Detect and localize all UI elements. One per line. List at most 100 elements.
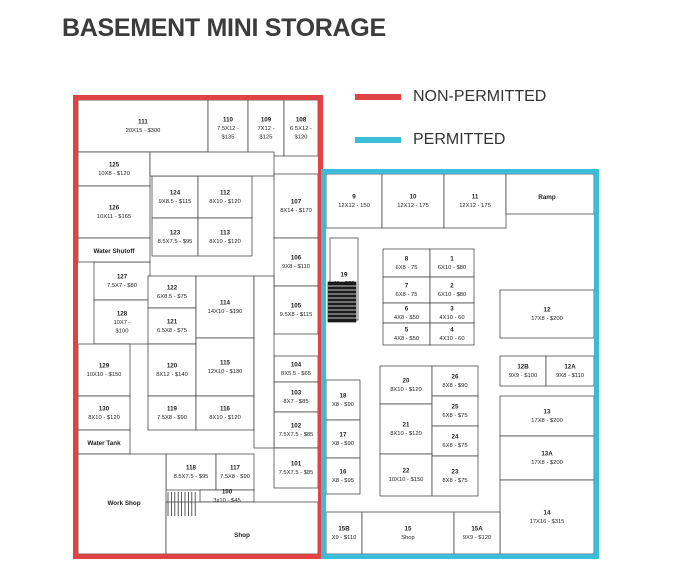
unit-size: 8.5X7.5 - $95 [174, 474, 209, 480]
unit-number: 12A [564, 364, 576, 371]
water-shutoff-label: Water Shutoff [93, 248, 135, 255]
unit-size: 7.5X12 - [217, 126, 239, 132]
unit-size: 9X8 - $110 [282, 264, 310, 270]
storage-unit [379, 365, 433, 405]
unit-number: 4 [450, 327, 454, 334]
unit-number: 15B [338, 526, 350, 533]
storage-unit [431, 425, 479, 457]
unit-size: 6X8 - 75 [396, 292, 418, 298]
storage-unit [499, 355, 547, 387]
storage-unit [93, 299, 151, 345]
storage-unit [147, 307, 197, 345]
unit-number: 18 [340, 393, 347, 400]
unit-number: 122 [167, 285, 178, 292]
storage-unit [147, 275, 197, 309]
unit-size: X8 - $90 [332, 441, 354, 447]
unit-size: 6X8 - $75 [442, 413, 467, 419]
stairs-workshop [167, 492, 196, 516]
page-title: BASEMENT MINI STORAGE [62, 14, 386, 42]
unit-size: 8X12 - $140 [156, 372, 188, 378]
storage-unit [325, 419, 361, 459]
storage-unit [77, 395, 131, 431]
unit-number: 19 [341, 272, 348, 279]
unit-number: 105 [291, 303, 302, 310]
storage-unit [499, 479, 595, 555]
storage-unit [273, 355, 319, 383]
unit-size: 4X8 - $50 [394, 336, 419, 342]
unit-number: 7 [405, 283, 409, 290]
unit-size: 7X12 - [257, 126, 274, 132]
storage-unit [431, 365, 479, 397]
unit-number: 23 [452, 469, 459, 476]
unit-number: 2 [450, 283, 454, 290]
unit-number: 12B [517, 364, 529, 371]
unit-number: 103 [291, 390, 302, 397]
unit-price: $135 [222, 134, 235, 140]
unit-size: 8X8 - $75 [442, 478, 467, 484]
unit-number: 127 [117, 274, 128, 281]
unit-size: 6X8.5 - $75 [157, 294, 187, 300]
storage-unit [379, 453, 433, 497]
unit-number: 129 [99, 363, 110, 370]
unit-size: 4X8 - $50 [394, 315, 419, 321]
work-shop-room [77, 453, 167, 555]
storage-unit [273, 411, 319, 449]
non-permitted-frame [73, 95, 323, 559]
unit-size: 8X10 - $120 [88, 415, 120, 421]
storage-unit [195, 275, 255, 339]
storage-unit [273, 381, 319, 413]
unit-number: 100 [222, 489, 233, 496]
unit-size: 17X8 - $200 [531, 316, 563, 322]
corridor [253, 275, 275, 449]
unit-size: 10X7 - [113, 320, 130, 326]
storage-unit [165, 453, 217, 491]
storage-unit [431, 395, 479, 427]
unit-number: 119 [167, 406, 178, 413]
unit-number: 8 [405, 256, 409, 263]
unit-size: 7.5X7 - $80 [107, 283, 137, 289]
unit-size: 8X10 - $120 [209, 415, 241, 421]
unit-size: 7.5X7.5 - $85 [279, 432, 314, 438]
unit-size: 12X12 - 150 [338, 203, 370, 209]
unit-number: 10 [410, 194, 417, 201]
water-tank-room [77, 429, 131, 455]
unit-number: 114 [220, 300, 231, 307]
storage-unit [207, 99, 249, 157]
unit-size: 12X12 - 175 [397, 203, 429, 209]
storage-unit [545, 355, 595, 387]
unit-number: 107 [291, 199, 302, 206]
storage-unit [325, 457, 361, 495]
unit-number: 117 [230, 465, 241, 472]
storage-unit [325, 511, 363, 555]
unit-number: 1 [450, 256, 454, 263]
unit-number: 5 [405, 327, 409, 334]
unit-size: 7.5X8 - $90 [157, 415, 187, 421]
storage-unit [431, 455, 479, 497]
unit-price: $100 [116, 328, 129, 334]
storage-unit [147, 395, 197, 431]
unit-number: 12 [544, 307, 551, 314]
storage-unit [381, 173, 445, 229]
unit-number: 15 [405, 526, 412, 533]
unit-size: 8.5X7.5 - $95 [158, 239, 193, 245]
ramp-area [505, 173, 595, 215]
unit-size: 8X10 - $120 [209, 199, 241, 205]
unit-number: 9 [352, 194, 356, 201]
unit-size: 6X10 - $80 [438, 265, 466, 271]
storage-unit [379, 403, 433, 455]
stairs-permitted [327, 281, 357, 323]
unit-number: 13 [544, 409, 551, 416]
unit-size: 8X5.5 - $65 [281, 371, 311, 377]
unit-size: 6.5X12 - [290, 126, 312, 132]
unit-number: 110 [223, 116, 234, 123]
unit-number: 111 [138, 119, 148, 126]
unit-number: 112 [220, 190, 231, 197]
legend-label: PERMITTED [413, 131, 506, 148]
unit-number: 121 [167, 319, 178, 326]
unit-number: 6 [405, 306, 409, 313]
storage-unit [361, 511, 455, 555]
unit-number: 24 [452, 434, 459, 441]
storage-unit [429, 322, 475, 346]
storage-unit [195, 395, 255, 431]
unit-size: 8X10 - $120 [390, 387, 422, 393]
